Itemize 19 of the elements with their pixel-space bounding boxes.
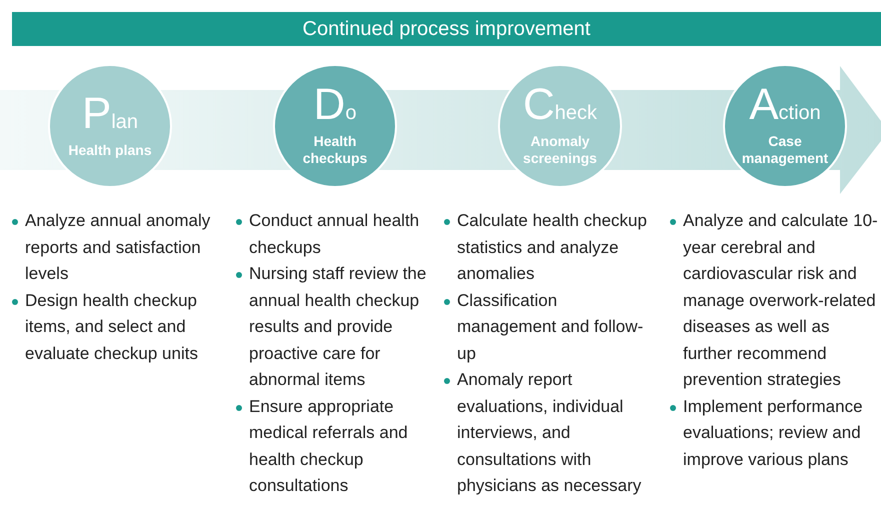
bullet-text: Nursing staff review the annual health checkup results and provide proactive care for abnormal items bbox=[249, 263, 428, 391]
bullet-text: Calculate health checkup statistics and analyze anomalies bbox=[457, 210, 648, 285]
bullet-text: Anomaly report evaluations, individual interviews, and consultations with physicians as necessary bbox=[457, 369, 642, 497]
bullet-text: Analyze annual anomaly reports and satisfaction levels bbox=[25, 210, 212, 285]
bullet-text: Analyze and calculate 10-year cerebral and cardiovascular risk and manage overwork-related diseases as well as further recommend prevention strategies bbox=[683, 210, 879, 391]
phase-word: Check bbox=[522, 85, 598, 131]
title-banner: Continued process improvement bbox=[12, 12, 881, 46]
bullet-text: Implement performance evaluations; review and improve various plans bbox=[683, 396, 864, 470]
phase-label: Case management bbox=[740, 133, 830, 167]
bullet-text: Classification management and follow-up bbox=[457, 290, 644, 364]
phase-word: Plan bbox=[82, 94, 138, 140]
bullet-text: Ensure appropriate medical referrals and health checkup consultations bbox=[249, 396, 409, 497]
phase-word: Action bbox=[749, 85, 821, 131]
phase-label: Health checkups bbox=[302, 133, 368, 167]
bullet-text: Conduct annual health checkups bbox=[249, 210, 420, 258]
phase-word: Do bbox=[314, 85, 356, 131]
bullet-text: Design health checkup items, and select and evaluate checkup units bbox=[25, 290, 199, 364]
phase-label: Anomaly screenings bbox=[522, 133, 598, 167]
phase-label: Health plans bbox=[67, 142, 153, 158]
